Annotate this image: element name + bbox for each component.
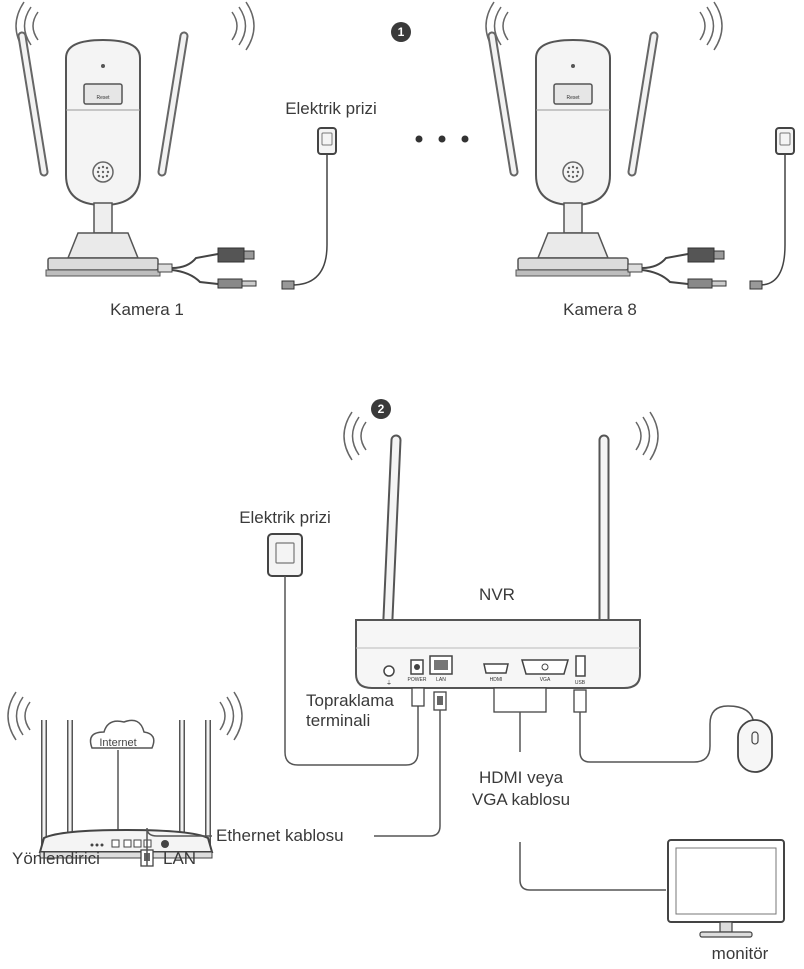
camera-1-label: Kamera 1 — [110, 300, 184, 320]
camera-1-reset-label: Reset — [96, 95, 110, 101]
step-1-badge: 1 — [391, 22, 411, 42]
port-usb-label: USB — [575, 680, 586, 686]
monitor-drawing — [668, 840, 784, 937]
router-drawing: Internet — [8, 692, 242, 866]
power-outlet-nvr-label: Elektrik prizi — [239, 508, 331, 528]
camera-8-power-outlet — [750, 128, 794, 289]
monitor-label: monitör — [712, 944, 769, 964]
video-cable-label-line1: HDMI veya — [479, 768, 563, 788]
camera-8-reset-label: Reset — [566, 95, 580, 101]
camera-1-drawing: Reset — [16, 2, 256, 288]
port-hdmi-label: HDMI — [490, 677, 503, 683]
router-lan-label: LAN — [163, 849, 196, 869]
step-2-badge: 2 — [371, 399, 391, 419]
router-label: Yönlendirici — [12, 849, 100, 869]
internet-cloud-label: Internet — [99, 737, 136, 749]
svg-text:⏚: ⏚ — [386, 680, 392, 687]
ground-terminal-label-line2: terminali — [306, 711, 370, 731]
port-lan-label: LAN — [436, 677, 446, 683]
nvr-label: NVR — [479, 585, 515, 605]
ethernet-cable-label: Ethernet kablosu — [216, 826, 344, 846]
video-cable-label-line2: VGA kablosu — [472, 790, 570, 810]
port-power-label: POWER — [408, 677, 427, 683]
port-vga-label: VGA — [540, 677, 551, 683]
ground-terminal-label-line1: Topraklama — [306, 691, 394, 711]
camera-8-label: Kamera 8 — [563, 300, 637, 320]
nvr-drawing: ⏚ POWER LAN HDMI VGA USB — [344, 412, 658, 688]
camera-1-power-outlet — [282, 128, 336, 289]
power-outlet-top-label: Elektrik prizi — [285, 99, 377, 119]
usb-mouse — [574, 690, 772, 772]
camera-8-drawing: Reset — [486, 2, 726, 288]
ellipsis-dots — [416, 136, 469, 143]
